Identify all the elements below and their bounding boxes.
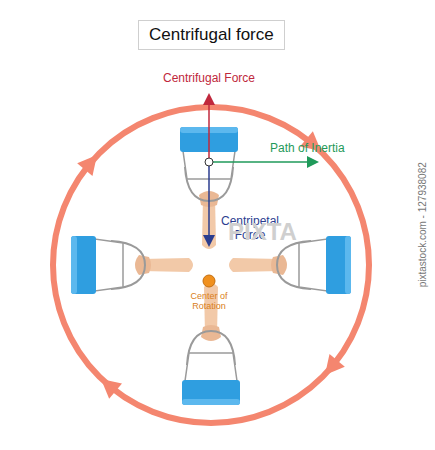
inertia-label: Path of Inertia [270,142,345,156]
center-label: Center of Rotation [179,291,239,312]
force-label: Centrifugal Force [163,72,255,86]
watermark: pixtastock.com - 127938082 [417,162,429,287]
diagram-title: Centrifugal force [138,20,285,50]
watermark: PIXTA [228,218,297,246]
